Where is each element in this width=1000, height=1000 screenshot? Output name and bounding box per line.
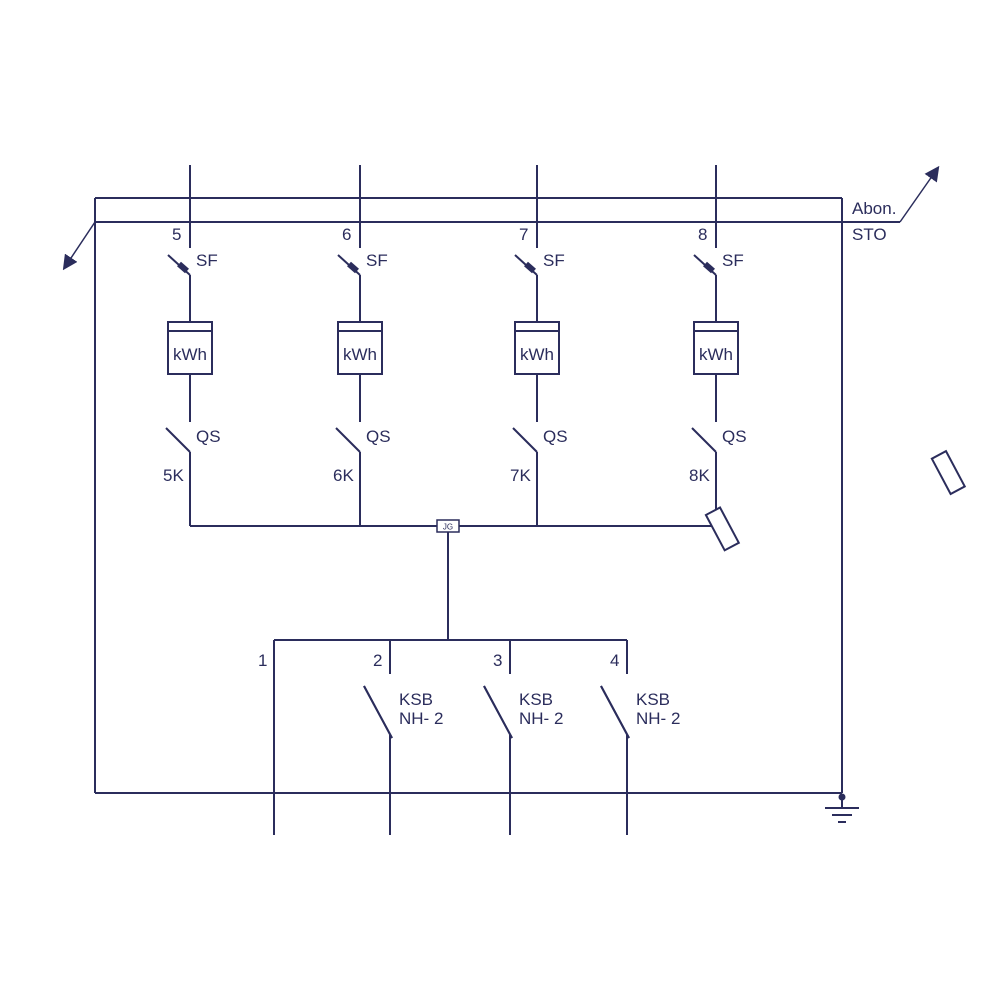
output-1: 1 <box>258 640 275 835</box>
fuse-size-label: NH- 2 <box>399 709 443 728</box>
feeder-tag: 8K <box>689 466 710 485</box>
feeder-tag: 5K <box>163 466 184 485</box>
feeder-number: 6 <box>342 225 351 244</box>
right-arrow-icon <box>899 165 940 223</box>
fuse-type-label: KSB <box>399 690 433 709</box>
breaker-label: SF <box>722 251 744 270</box>
switch-label: QS <box>543 427 568 446</box>
feeder-tag: 6K <box>333 466 354 485</box>
fuse-icon <box>483 449 967 739</box>
combiner-bus: JG <box>190 519 716 641</box>
breaker-label: SF <box>543 251 565 270</box>
circuit-breaker-icon <box>167 254 191 276</box>
energy-meter: kWh <box>337 321 383 375</box>
feeder-number: 7 <box>519 225 528 244</box>
switch-label: QS <box>196 427 221 446</box>
fuse-icon <box>600 685 630 739</box>
cabinet-frame <box>94 197 900 794</box>
fuse-size-label: NH- 2 <box>636 709 680 728</box>
ground-icon <box>825 793 859 823</box>
left-arrow-icon <box>62 221 96 271</box>
output-number: 2 <box>373 651 382 670</box>
circuit-breaker-icon <box>337 254 361 276</box>
disconnect-switch-icon <box>335 427 361 453</box>
meter-label: kWh <box>699 345 733 364</box>
fuse-size-label: NH- 2 <box>519 709 563 728</box>
energy-meter: kWh <box>514 321 560 375</box>
energy-meter: kWh <box>167 321 213 375</box>
jg-label: JG <box>443 523 453 532</box>
circuit-breaker-icon <box>514 254 538 276</box>
breaker-label: SF <box>366 251 388 270</box>
feeder-number: 5 <box>172 225 181 244</box>
breaker-label: SF <box>196 251 218 270</box>
disconnect-switch-icon <box>165 427 191 453</box>
separator-arrows <box>62 165 940 271</box>
output-number: 3 <box>493 651 502 670</box>
fuse-type-label: KSB <box>636 690 670 709</box>
meter-label: kWh <box>343 345 377 364</box>
abon-label: Abon. <box>852 199 896 218</box>
fuse-icon <box>363 506 741 739</box>
output-number: 4 <box>610 651 619 670</box>
disconnect-switch-icon <box>512 427 538 453</box>
switch-label: QS <box>722 427 747 446</box>
meter-label: kWh <box>173 345 207 364</box>
output-number: 1 <box>258 651 267 670</box>
circuit-breaker-icon <box>693 254 717 276</box>
disconnect-switch-icon <box>691 427 717 453</box>
switch-label: QS <box>366 427 391 446</box>
meter-label: kWh <box>520 345 554 364</box>
fuse-type-label: KSB <box>519 690 553 709</box>
sto-label: STO <box>852 225 887 244</box>
feeder-number: 8 <box>698 225 707 244</box>
feeder-tag: 7K <box>510 466 531 485</box>
energy-meter: kWh <box>693 321 739 375</box>
